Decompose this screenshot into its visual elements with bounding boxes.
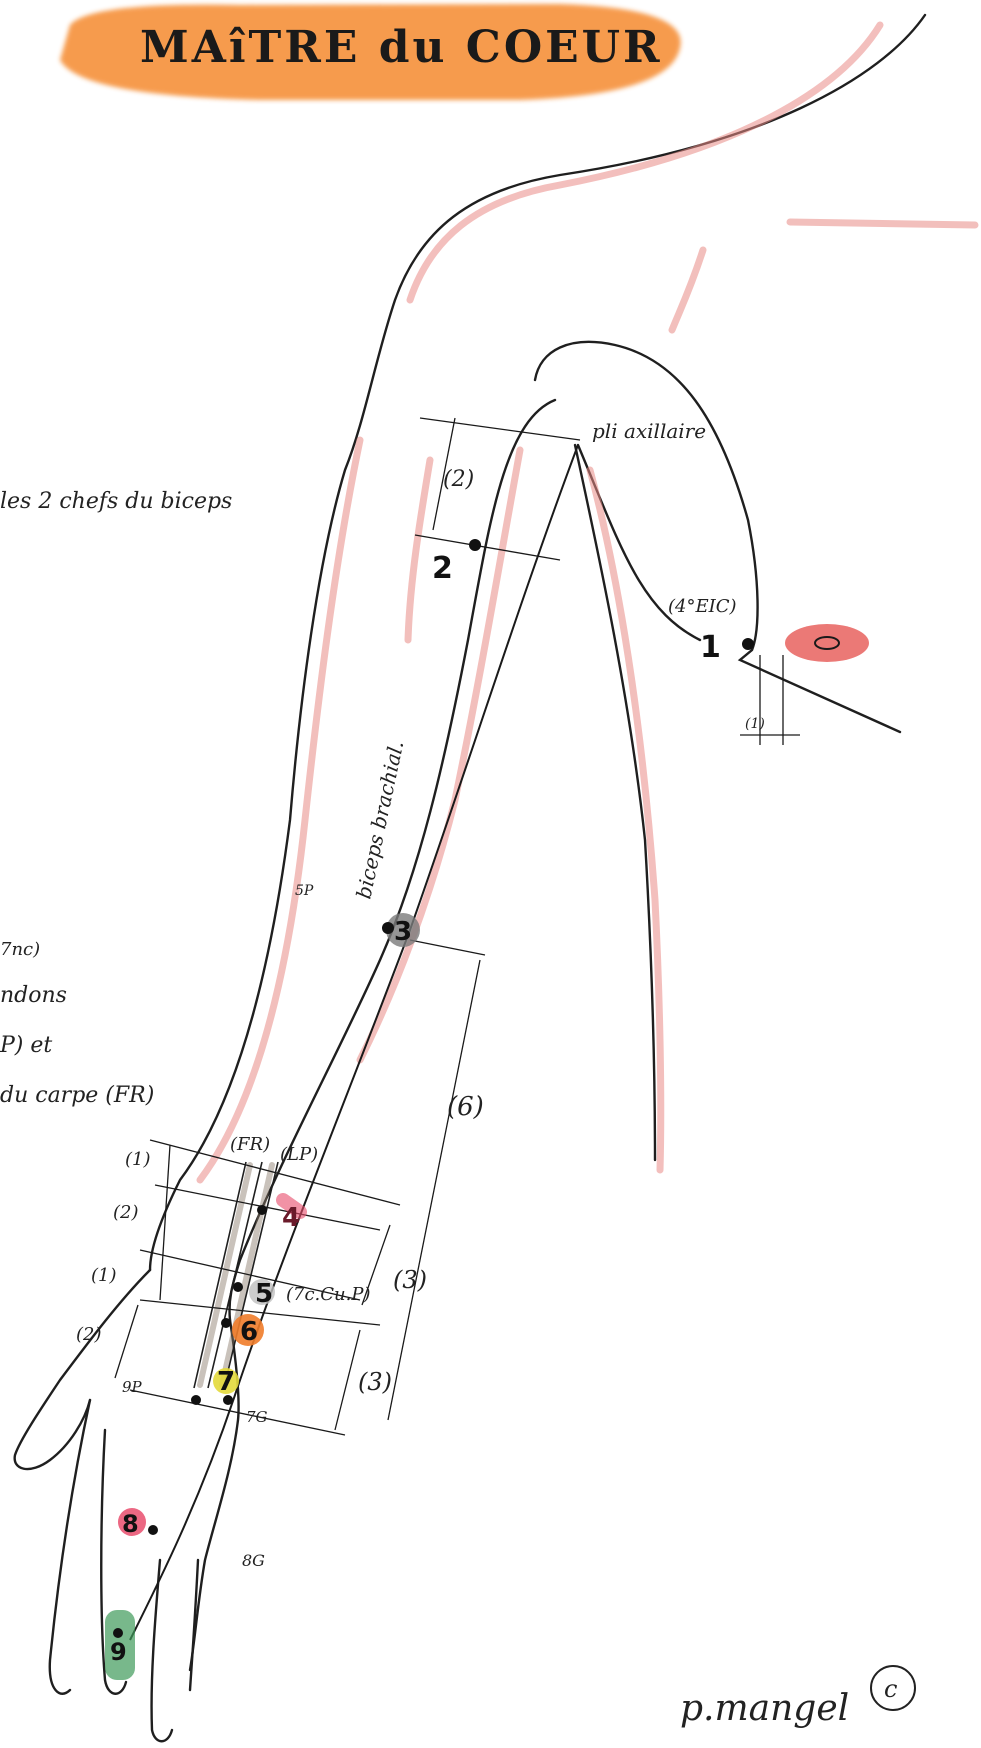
point-4-dot <box>257 1205 267 1215</box>
chest-top-shading <box>790 222 975 225</box>
point-7-label: 7 <box>217 1367 235 1397</box>
point-2-dot <box>469 539 481 551</box>
eg-label: 8G <box>242 1551 265 1570</box>
forearm-6-dimension <box>388 960 480 1420</box>
lp-label: (LP) <box>280 1144 318 1165</box>
note-line-1: les 2 chefs du biceps <box>0 489 232 514</box>
note-line-5: du carpe (FR) <box>0 1083 154 1108</box>
point-1-label: 1 <box>700 630 721 665</box>
index-finger-outline <box>50 1400 90 1694</box>
point-3-label: 3 <box>394 917 412 947</box>
fr-label: (FR) <box>230 1134 270 1155</box>
note-line-4: P) et <box>0 1033 52 1058</box>
biceps-shading <box>408 460 430 640</box>
gp-label: 9P <box>122 1378 143 1396</box>
point3-reference <box>410 940 485 955</box>
tendon-lp <box>222 1165 272 1385</box>
meridian-path <box>130 445 578 1640</box>
body-outlines <box>15 15 925 1741</box>
measure-left-1b: (1) <box>91 1265 117 1286</box>
eic-label: (4°EIC) <box>668 596 737 617</box>
axillary-fold-reference <box>420 418 580 440</box>
copyright-letter: c <box>884 1675 897 1703</box>
tendon-fr <box>200 1165 250 1385</box>
point-4-label: 4 <box>282 1203 300 1233</box>
chest-axilla-outline <box>535 342 900 732</box>
trunk-shading <box>590 470 661 1170</box>
point-8-label: 8 <box>122 1510 139 1538</box>
ring-finger-outline <box>152 1560 172 1741</box>
measure-right-3a: (3) <box>393 1266 427 1294</box>
signature: p.mangel <box>680 1688 849 1729</box>
biceps-brachial-label: biceps brachial. <box>351 738 408 901</box>
point-8-dot <box>148 1525 158 1535</box>
point-5-label: 5 <box>255 1279 273 1309</box>
point-6-dot <box>221 1318 231 1328</box>
point-9-label: 9 <box>110 1638 127 1666</box>
outer-arm-shading <box>200 440 360 1180</box>
point-2-label: 2 <box>432 551 453 586</box>
title-banner: MAîTRE du COEUR <box>60 4 681 100</box>
measure-left-2a: (2) <box>113 1202 139 1223</box>
nipple-marker <box>785 624 869 662</box>
point-1-dot <box>742 638 754 650</box>
page-title: MAîTRE du COEUR <box>140 22 663 73</box>
measure-arm-2: (2) <box>443 467 474 492</box>
pectoral-shading <box>672 250 703 330</box>
tendon-line-1 <box>194 1162 246 1388</box>
note-line-2: 7nc) <box>0 939 40 960</box>
point-5-dot <box>233 1282 243 1292</box>
point-9-dot <box>113 1628 123 1638</box>
pli-axillaire-label: pli axillaire <box>592 419 706 443</box>
ncp-label: (7c.Cu.P) <box>286 1284 371 1305</box>
sp-label: 5P <box>295 883 314 899</box>
right-dim-lower <box>335 1330 360 1430</box>
point-3-dot <box>382 922 394 934</box>
point-tg-dot <box>191 1395 201 1405</box>
tg-label: 7G <box>246 1408 268 1426</box>
left-margin-notes: les 2 chefs du biceps 7nc) ndons P) et d… <box>0 489 232 1108</box>
measure-right-3b: (3) <box>358 1368 392 1396</box>
measure-chest-1: (1) <box>745 716 765 732</box>
measure-left-1a: (1) <box>125 1149 151 1170</box>
note-line-3: ndons <box>0 983 67 1008</box>
point-6-label: 6 <box>240 1317 258 1347</box>
measure-forearm-6: (6) <box>447 1092 484 1122</box>
trunk-side-outline <box>575 445 655 1160</box>
measure-left-2b: (2) <box>76 1324 102 1345</box>
ref-line-1 <box>150 1140 400 1205</box>
left-dim-lower <box>115 1305 138 1378</box>
